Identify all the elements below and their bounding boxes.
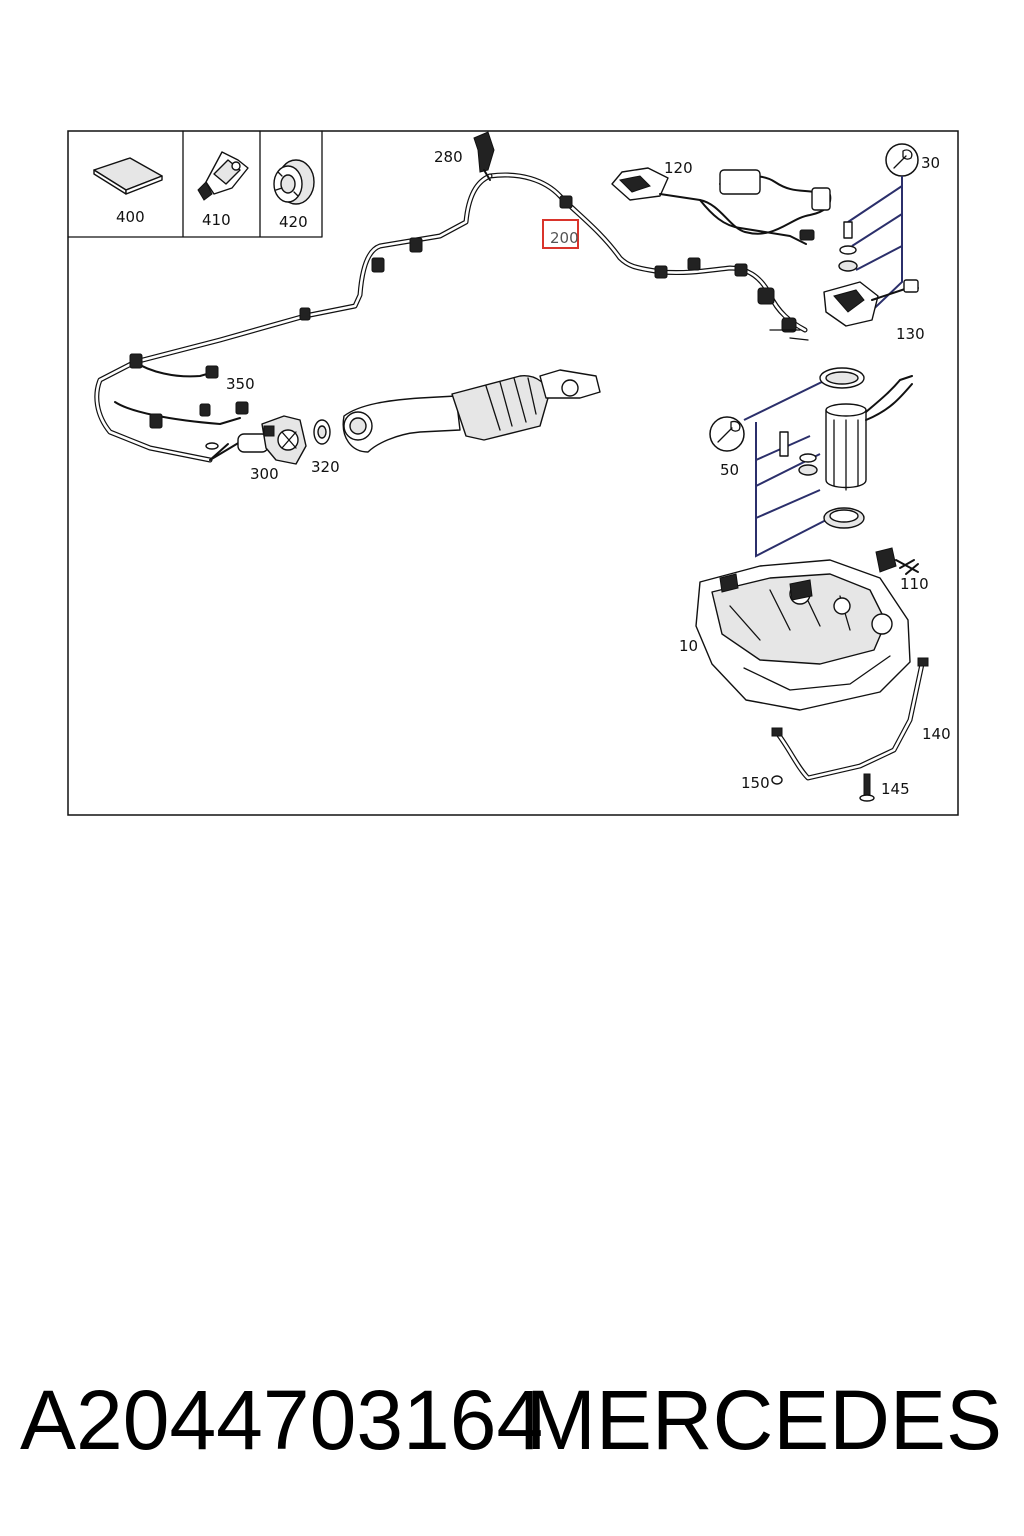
part-420-grommet-icon <box>273 159 315 205</box>
caption-bar: A2044703164 MERCEDES <box>0 1370 1024 1470</box>
part-350-sensor-icon <box>205 441 241 461</box>
callout-300: 300 <box>250 465 279 483</box>
callout-110: 110 <box>900 575 929 593</box>
callout-130: 130 <box>896 325 925 343</box>
inset-label-420: 420 <box>279 213 308 231</box>
callout-200-highlight[interactable] <box>542 219 579 249</box>
inset-label-410: 410 <box>202 211 231 229</box>
callout-50: 50 <box>720 461 739 479</box>
callout-150: 150 <box>741 774 770 792</box>
part-400-pad-icon <box>93 157 163 195</box>
part-145-bolt-icon <box>859 773 875 802</box>
part-140-strap-icon <box>771 657 929 781</box>
part-110-valve-icon <box>875 547 919 575</box>
callout-120: 120 <box>664 159 693 177</box>
part-30-service-group <box>823 143 919 327</box>
part-320-gasket-icon <box>313 419 331 445</box>
inset-panel: 400 410 420 <box>67 130 323 238</box>
brand-name: MERCEDES <box>525 1373 1002 1467</box>
callout-280: 280 <box>434 148 463 166</box>
wrench-icon-50 <box>717 420 741 443</box>
callout-30: 30 <box>921 154 940 172</box>
callout-10: 10 <box>679 637 698 655</box>
wrench-icon-30 <box>893 149 913 169</box>
callout-320: 320 <box>311 458 340 476</box>
callout-200[interactable]: 200 <box>550 229 579 247</box>
exhaust-catalyst-icon <box>342 369 601 453</box>
callout-350: 350 <box>226 375 255 393</box>
fuel-line-200 <box>94 172 809 463</box>
part-410-clip-icon <box>197 151 249 201</box>
part-150-nut-icon <box>771 775 783 785</box>
callout-140: 140 <box>922 725 951 743</box>
diagram-frame <box>67 130 959 816</box>
part-10-fuel-tank-icon <box>695 559 911 711</box>
part-50-service-group <box>709 367 913 558</box>
inset-label-400: 400 <box>116 208 145 226</box>
part-120-harness-icon <box>611 167 832 245</box>
part-300-valve-icon <box>237 415 307 465</box>
part-number: A2044703164 <box>20 1373 544 1467</box>
callout-145: 145 <box>881 780 910 798</box>
part-280-sensor-icon <box>473 131 495 181</box>
